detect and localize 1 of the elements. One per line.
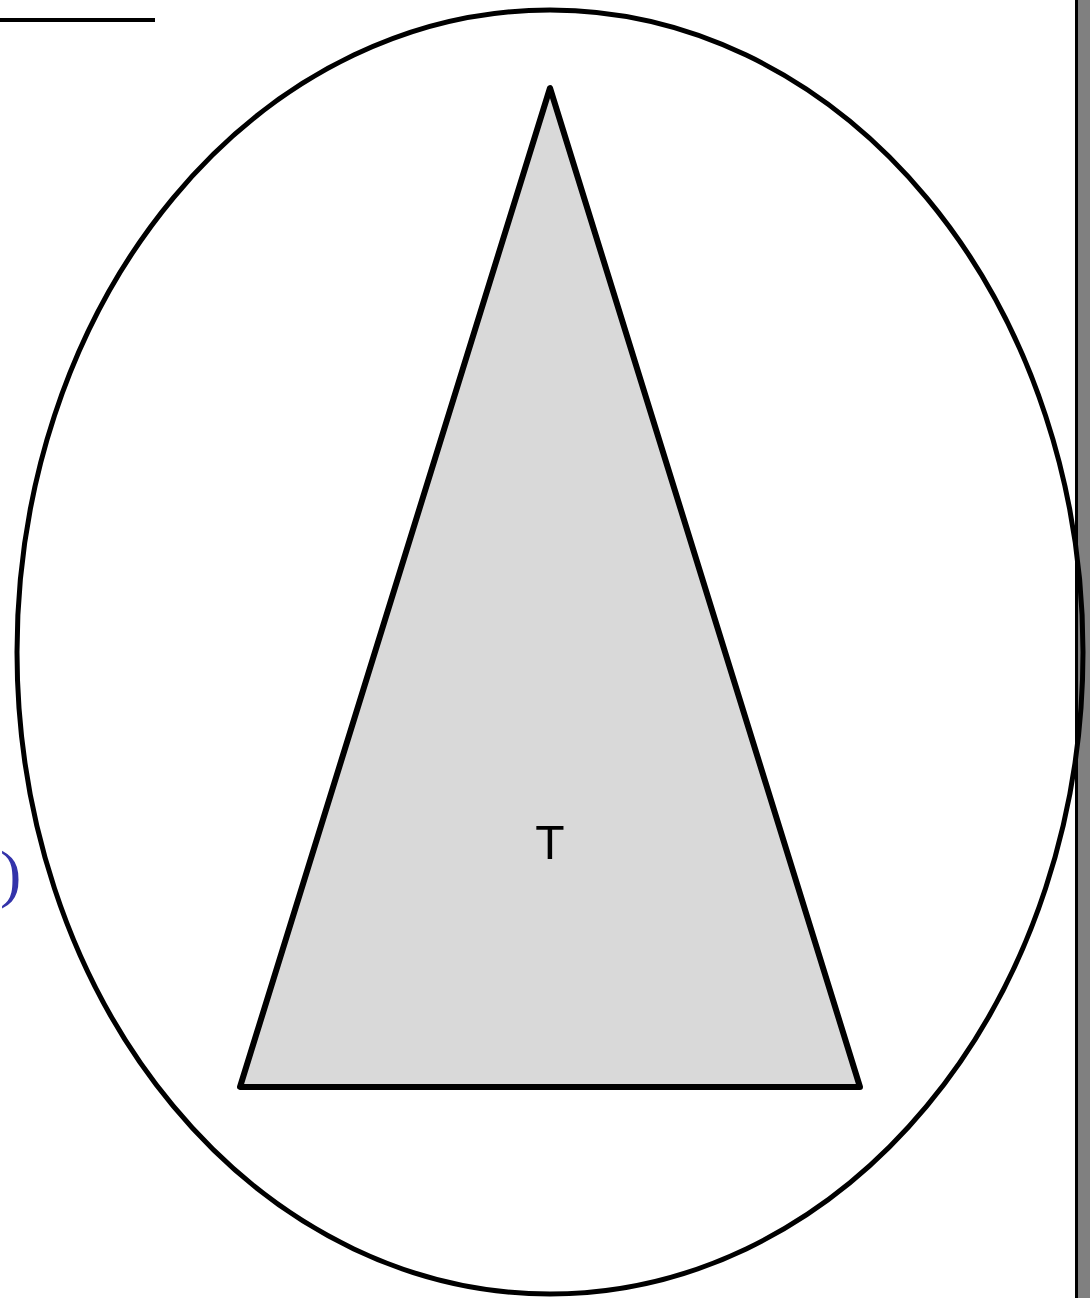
shape-label: T: [535, 818, 565, 867]
